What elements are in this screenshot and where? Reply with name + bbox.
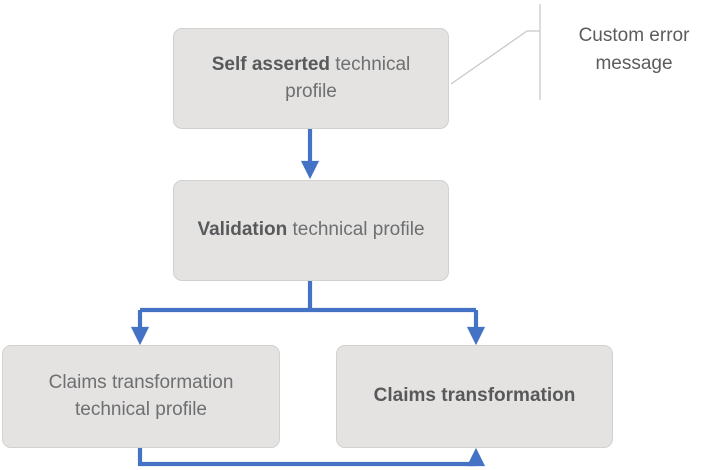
node-self-asserted-technical-profile[interactable]: Self asserted technical profile	[173, 28, 449, 129]
node-self-asserted-label: Self asserted technical profile	[188, 52, 434, 106]
node-validation-technical-profile[interactable]: Validation technical profile	[173, 180, 449, 281]
node-self-asserted-bold-text: Self asserted	[211, 53, 330, 75]
callout-leader-line	[450, 4, 541, 100]
node-validation-bold-text: Validation	[197, 219, 288, 241]
node-claims-transformation-technical-profile[interactable]: Claims transformation technical profile	[2, 345, 280, 448]
edge-feedback-loop	[137, 447, 486, 467]
node-claims-transformation-tp-label: Claims transformation technical profile	[17, 370, 265, 424]
node-self-asserted-normal-text: technical profile	[285, 53, 411, 102]
node-claims-transformation-tp-normal-text: Claims transformation technical profile	[48, 371, 234, 420]
node-claims-transformation[interactable]: Claims transformation	[336, 345, 613, 448]
node-claims-transformation-label: Claims transformation	[374, 383, 576, 410]
node-validation-label: Validation technical profile	[197, 217, 424, 244]
edge-validation-branch	[130, 281, 486, 346]
node-claims-transformation-bold-text: Claims transformation	[373, 385, 576, 407]
node-validation-normal-text: technical profile	[287, 219, 425, 241]
callout-custom-error-message: Custom error message	[578, 25, 690, 74]
